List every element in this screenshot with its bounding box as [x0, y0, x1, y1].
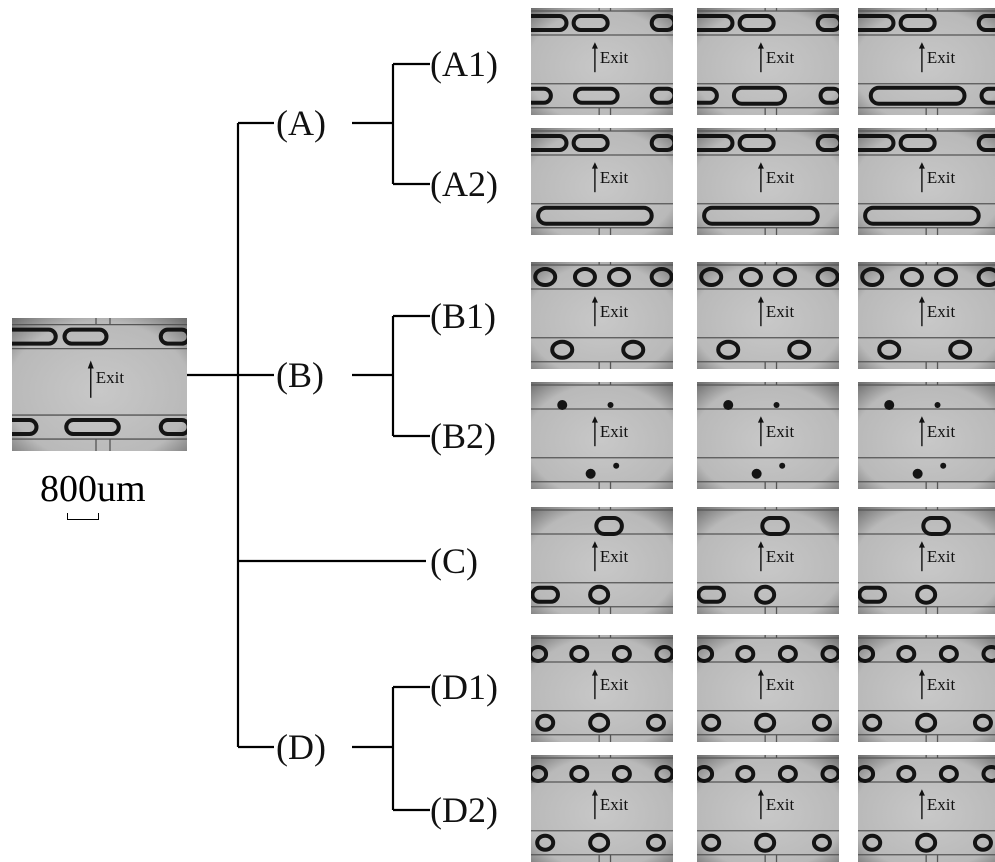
- photo-B2-frame-1: Exit: [531, 382, 673, 489]
- label-A: (A): [276, 103, 326, 143]
- exit-label: Exit: [926, 47, 956, 67]
- photo-B1-frame-1: Exit: [531, 262, 673, 369]
- label-D1: (D1): [430, 667, 498, 707]
- photo-D2-frame-2: Exit: [697, 755, 839, 862]
- exit-label: Exit: [926, 794, 956, 814]
- exit-label: Exit: [599, 546, 629, 566]
- scale-label: 800um: [40, 468, 146, 510]
- label-D: (D): [276, 727, 326, 767]
- photo-B1-frame-2: Exit: [697, 262, 839, 369]
- exit-label: Exit: [926, 674, 956, 694]
- photo-A2-frame-1: Exit: [531, 128, 673, 235]
- label-B: (B): [276, 355, 324, 395]
- scale-bar: [67, 513, 99, 520]
- exit-label: Exit: [765, 167, 795, 187]
- exit-label: Exit: [599, 301, 629, 321]
- photo-C-frame-3: Exit: [858, 507, 995, 614]
- label-B2: (B2): [430, 416, 496, 456]
- label-C: (C): [430, 541, 478, 581]
- photo-B2-frame-3: Exit: [858, 382, 995, 489]
- label-A2: (A2): [430, 164, 498, 204]
- exit-label: Exit: [926, 301, 956, 321]
- exit-label: Exit: [599, 674, 629, 694]
- exit-label: Exit: [599, 421, 629, 441]
- photo-C-frame-2: Exit: [697, 507, 839, 614]
- photo-A2-frame-2: Exit: [697, 128, 839, 235]
- exit-label: Exit: [926, 546, 956, 566]
- exit-label: Exit: [599, 167, 629, 187]
- photo-A1-frame-2: Exit: [697, 8, 839, 115]
- photo-A1-frame-3: Exit: [858, 8, 995, 115]
- exit-label: Exit: [95, 367, 125, 387]
- exit-label: Exit: [765, 674, 795, 694]
- exit-label: Exit: [926, 167, 956, 187]
- photo-D2-frame-3: Exit: [858, 755, 995, 862]
- exit-label: Exit: [765, 47, 795, 67]
- exit-label: Exit: [765, 794, 795, 814]
- exit-label: Exit: [599, 794, 629, 814]
- photo-B2-frame-2: Exit: [697, 382, 839, 489]
- exit-label: Exit: [599, 47, 629, 67]
- photo-C-frame-1: Exit: [531, 507, 673, 614]
- photo-A2-frame-3: Exit: [858, 128, 995, 235]
- photo-D1-frame-3: Exit: [858, 635, 995, 742]
- exit-label: Exit: [765, 301, 795, 321]
- label-A1: (A1): [430, 44, 498, 84]
- photo-initial: Exit: [12, 318, 187, 451]
- exit-label: Exit: [765, 546, 795, 566]
- photo-D2-frame-1: Exit: [531, 755, 673, 862]
- label-B1: (B1): [430, 296, 496, 336]
- photo-B1-frame-3: Exit: [858, 262, 995, 369]
- photo-D1-frame-2: Exit: [697, 635, 839, 742]
- label-D2: (D2): [430, 790, 498, 830]
- exit-label: Exit: [926, 421, 956, 441]
- exit-label: Exit: [765, 421, 795, 441]
- photo-D1-frame-1: Exit: [531, 635, 673, 742]
- photo-A1-frame-1: Exit: [531, 8, 673, 115]
